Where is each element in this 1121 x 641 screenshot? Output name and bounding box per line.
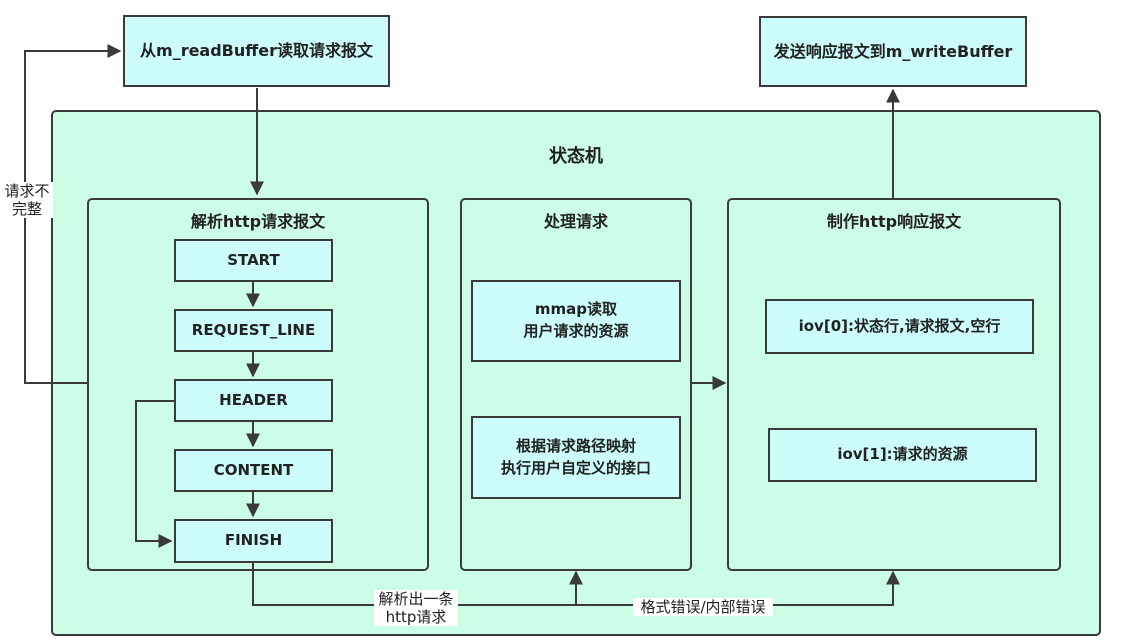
make-response-panel: 制作http响应报文 bbox=[727, 198, 1061, 571]
state-start: START bbox=[174, 239, 333, 282]
state-content: CONTENT bbox=[174, 449, 333, 492]
state-request-line: REQUEST_LINE bbox=[174, 309, 333, 352]
label-request-incomplete: 请求不 完整 bbox=[1, 182, 53, 218]
mmap-read-step: mmap读取 用户请求的资源 bbox=[471, 280, 681, 362]
route-handler-step: 根据请求路径映射 执行用户自定义的接口 bbox=[471, 416, 681, 499]
make-response-title: 制作http响应报文 bbox=[826, 212, 962, 231]
parse-request-title: 解析http请求报文 bbox=[190, 212, 326, 231]
read-request-box: 从m_readBuffer读取请求报文 bbox=[123, 15, 390, 87]
state-machine-title: 状态机 bbox=[549, 146, 603, 167]
process-request-panel: 处理请求 bbox=[460, 198, 692, 571]
label-format-internal-error: 格式错误/内部错误 bbox=[633, 598, 773, 616]
send-response-box: 发送响应报文到m_writeBuffer bbox=[759, 16, 1027, 87]
state-finish: FINISH bbox=[174, 519, 333, 563]
process-request-title: 处理请求 bbox=[543, 212, 608, 231]
iov-0-box: iov[0]:状态行,请求报文,空行 bbox=[765, 299, 1034, 354]
label-parsed-one-request: 解析出一条 http请求 bbox=[374, 590, 458, 626]
iov-1-box: iov[1]:请求的资源 bbox=[768, 428, 1037, 482]
state-header: HEADER bbox=[174, 379, 333, 422]
